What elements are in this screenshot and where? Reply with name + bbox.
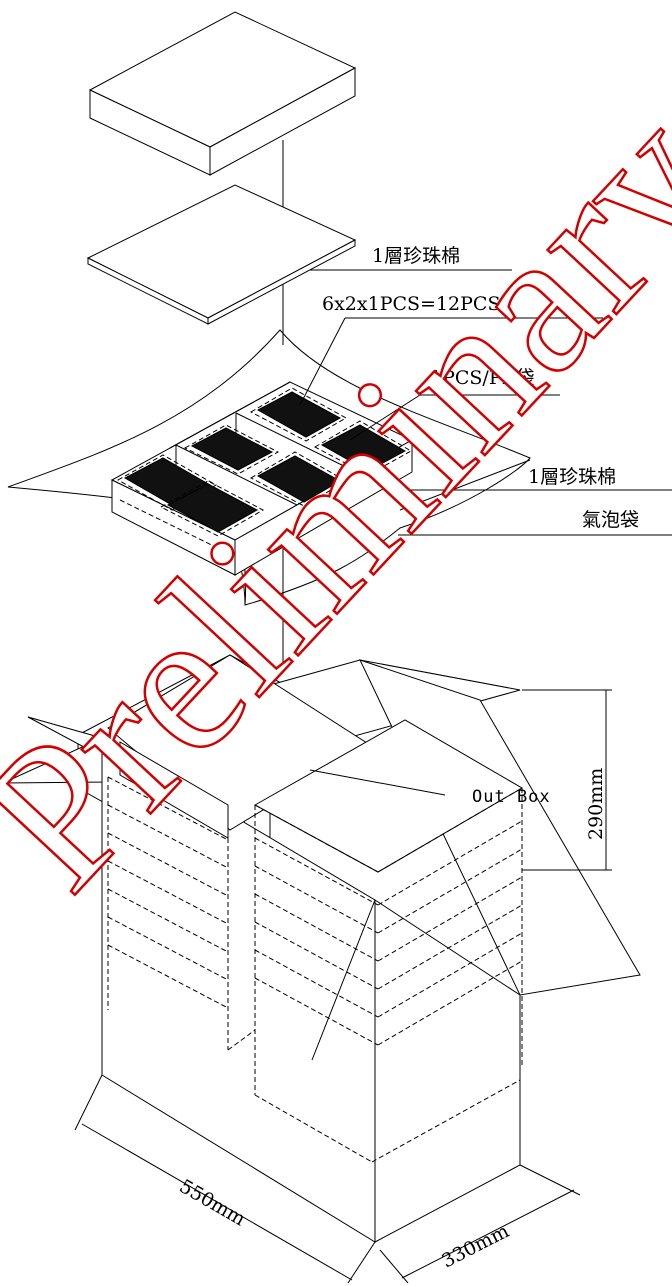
label-quantity: 6x2x1PCS=12PCS (322, 293, 500, 315)
component-2 (159, 480, 265, 537)
component-4 (249, 451, 347, 507)
label-pe-bag: 1PCS/PE袋 (430, 367, 534, 389)
pearl-foam-sheet (86, 184, 357, 325)
top-lid (88, 11, 357, 176)
component-3 (183, 424, 280, 475)
right-box-stack (254, 787, 523, 1163)
dimension-length: 550mm (176, 1175, 250, 1230)
label-out-box: Out Box (472, 787, 551, 807)
left-box-stack (107, 776, 256, 1051)
dimension-width: 330mm (438, 1220, 512, 1272)
label-bubble-bag: 氣泡袋 (582, 509, 639, 531)
component-5 (249, 387, 348, 442)
dimension-lines (74, 689, 612, 1284)
master-carton (2, 654, 641, 1243)
label-pearl-foam-top: 1層珍珠棉 (372, 245, 460, 267)
leader-lines (299, 269, 672, 796)
component-6 (313, 420, 413, 476)
dimension-height: 290mm (585, 768, 607, 840)
label-pearl-foam-tray: 1層珍珠棉 (528, 466, 616, 488)
components (116, 387, 413, 537)
